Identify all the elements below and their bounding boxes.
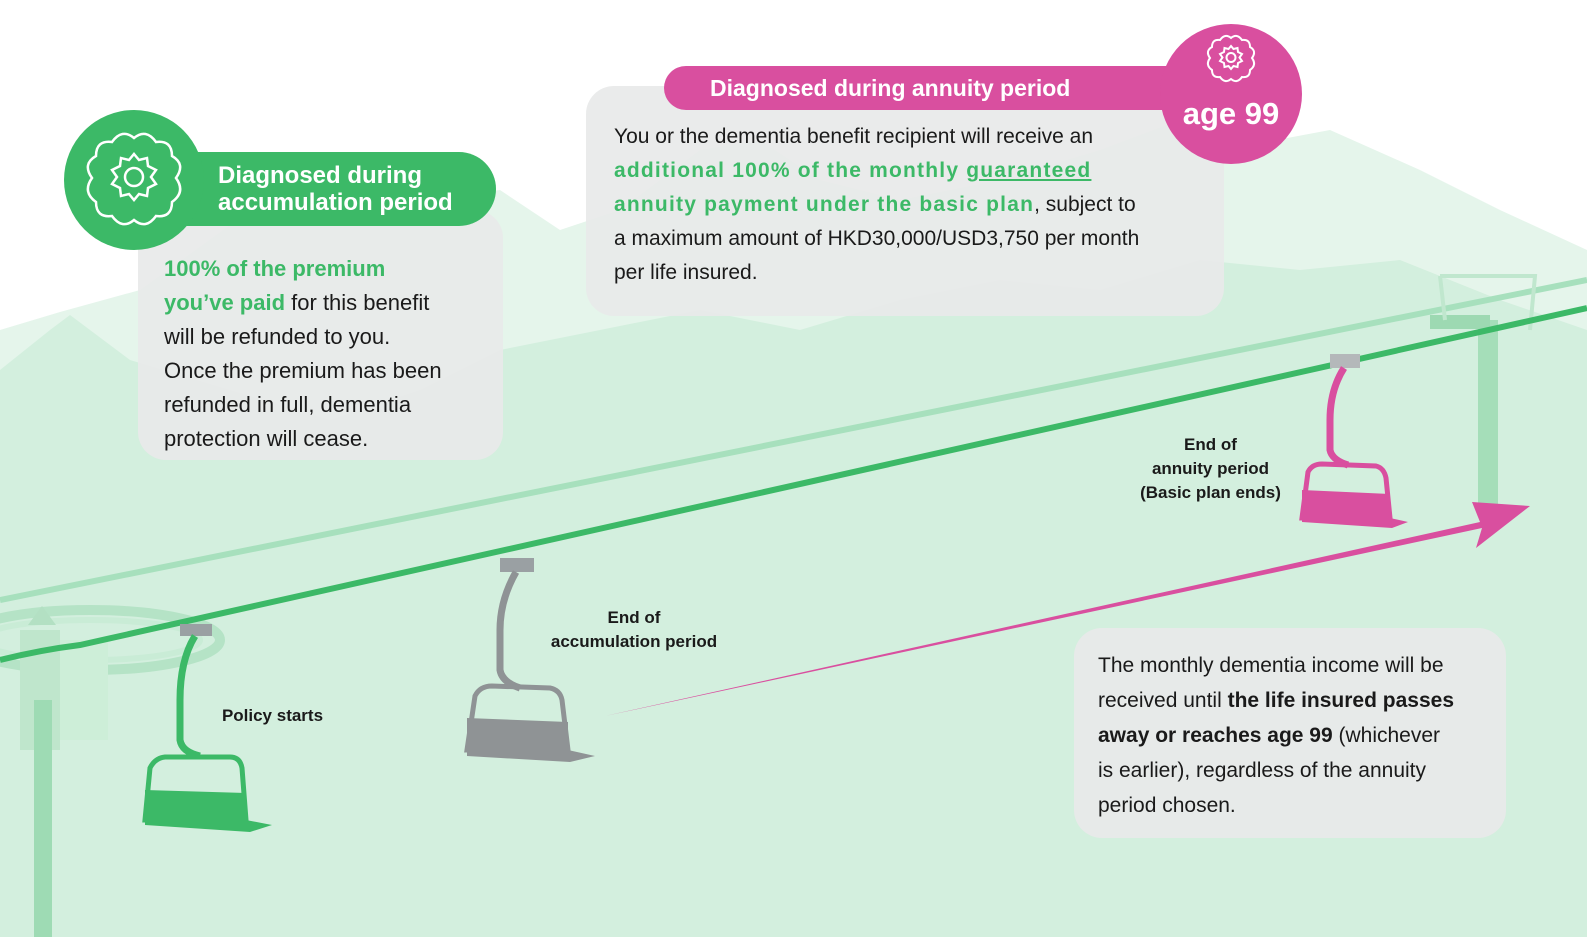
annuity-period-badge: Diagnosed during annuity period (664, 66, 1204, 110)
green-chair (142, 624, 272, 832)
accumulation-badge-title-line1: Diagnosed during (218, 162, 422, 189)
accumulation-period-badge: Diagnosed during accumulation period (150, 152, 496, 226)
brain-flower-icon (1206, 34, 1256, 83)
left-pole (34, 700, 52, 937)
accumulation-badge-circle (64, 110, 204, 250)
policy-start-label: Policy starts (221, 706, 324, 725)
grey-chair (464, 558, 595, 762)
end-annuity-label: End of annuity period (Basic plan ends) (1140, 435, 1281, 502)
main-cable (0, 305, 1587, 663)
refund-highlight: 100% of the premium (164, 256, 386, 281)
pink-chair (1299, 354, 1408, 528)
back-cable (0, 277, 1587, 603)
income-info-bubble: The monthly dementia income will be rece… (1074, 628, 1506, 838)
right-pole (1478, 320, 1498, 510)
accumulation-badge-title-line2: accumulation period (218, 189, 453, 216)
annuity-badge-title: Diagnosed during annuity period (710, 75, 1071, 101)
right-tower-frame (1438, 274, 1538, 331)
annuity-info-bubble: You or the dementia benefit recipient wi… (586, 86, 1224, 316)
brain-flower-icon (86, 132, 182, 226)
accumulation-info-bubble: 100% of the premium you’ve paid for this… (138, 210, 503, 460)
age-99-label: age 99 (1182, 96, 1280, 131)
age-99-circle: age 99 (1160, 24, 1302, 164)
end-accumulation-label: End of accumulation period (550, 608, 718, 651)
